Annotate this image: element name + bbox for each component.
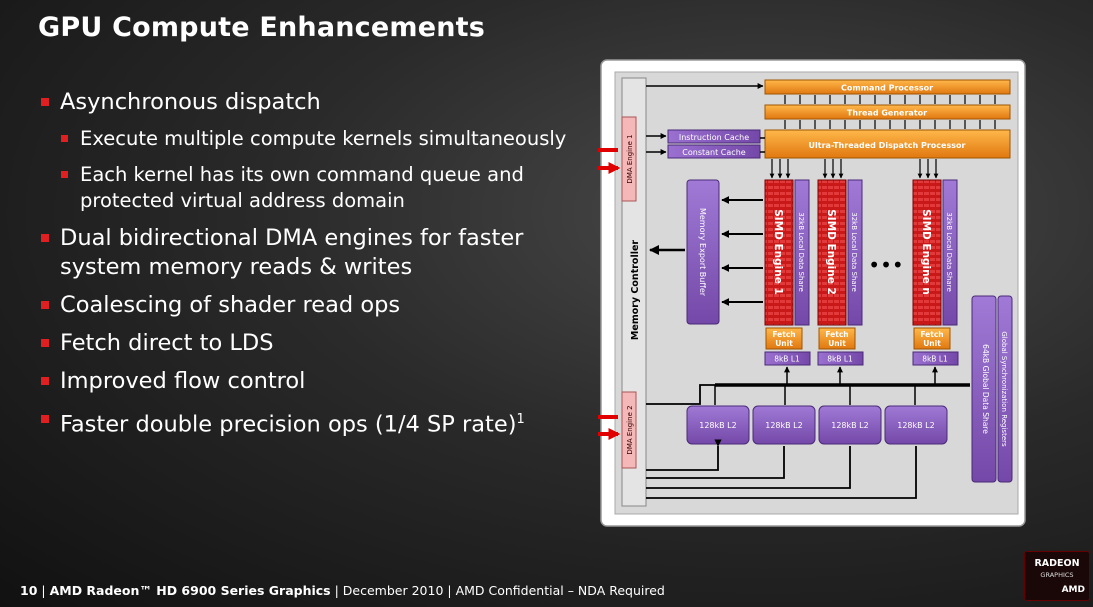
slide-title: GPU Compute Enhancements xyxy=(38,12,486,43)
lds-1 xyxy=(794,179,810,326)
simd-engine-2-label: SIMD Engine 2 xyxy=(825,209,837,295)
thread-generator-label: Thread Generator xyxy=(847,109,927,118)
bullet-marker-icon xyxy=(41,234,49,242)
bullet-marker-icon xyxy=(41,301,49,309)
bullet-flow-control: Improved flow control xyxy=(38,367,578,396)
bullet-list: Asynchronous dispatch Execute multiple c… xyxy=(38,88,578,449)
ultra-threaded-dispatch-processor xyxy=(764,129,1011,159)
global-data-share xyxy=(971,295,997,483)
fetch-unit-n-label-bottom: Unit xyxy=(923,339,941,348)
logo-amd-text: AMD xyxy=(1061,585,1085,595)
dma-engine-1 xyxy=(621,116,637,202)
instruction-cache xyxy=(667,129,761,144)
simd-engine-group-2: SIMD Engine 2 32kB Local Data Share Fetc… xyxy=(817,179,864,366)
dispatch-to-simd-arrows xyxy=(769,159,939,179)
l1-cache-1-label: 8kB L1 xyxy=(774,355,800,364)
simd-engine-n-label: SIMD Engine n xyxy=(920,209,932,295)
memory-export-buffer-label: Memory Export Buffer xyxy=(698,208,707,297)
l2-cache-1-label: 128kB L2 xyxy=(699,421,736,430)
dma-engine-1-label: DMA Engine 1 xyxy=(626,134,634,183)
l1-cache-1 xyxy=(764,351,811,366)
logo-radeon-text: RADEON xyxy=(1034,558,1080,569)
global-data-share-label: 64kB Global Data Share xyxy=(981,344,990,434)
l2-cache-2 xyxy=(752,405,816,445)
fetch-unit-2 xyxy=(818,327,856,350)
slide-footer: 10 | AMD Radeon™ HD 6900 Series Graphics… xyxy=(20,583,665,598)
fetch-unit-2-label-bottom: Unit xyxy=(828,339,846,348)
simd-to-export-arrows xyxy=(721,196,763,306)
l2-cache-3 xyxy=(818,405,882,445)
fetch-unit-1-label-top: Fetch xyxy=(772,330,795,339)
global-sync-registers xyxy=(997,295,1013,483)
bullet-marker-icon xyxy=(41,98,49,106)
memory-controller-label: Memory Controller xyxy=(630,240,641,340)
instruction-cache-label: Instruction Cache xyxy=(679,133,749,142)
bullet-async-dispatch: Asynchronous dispatch xyxy=(38,88,578,117)
l1-cache-n-label: 8kB L1 xyxy=(922,355,948,364)
bullet-marker-icon xyxy=(41,415,49,423)
footnote-marker: 1 xyxy=(516,412,525,427)
global-sync-registers-label: Global Synchronization Registers xyxy=(1000,331,1008,447)
dma-engine-2 xyxy=(621,391,637,469)
l2-cache-3-label: 128kB L2 xyxy=(831,421,868,430)
footer-date: December 2010 xyxy=(342,583,444,598)
footer-product: AMD Radeon™ HD 6900 Series Graphics xyxy=(49,583,331,598)
gpu-block-diagram: Memory Controller DMA Engine 1 DMA Engin… xyxy=(598,59,1026,527)
fetch-unit-n xyxy=(913,327,951,350)
page-number: 10 xyxy=(20,583,38,598)
bullet-double-precision: Faster double precision ops (1/4 SP rate… xyxy=(38,405,578,440)
l2-cache-4 xyxy=(884,405,948,445)
dma-engine-2-label: DMA Engine 2 xyxy=(626,405,634,454)
bullet-marker-icon xyxy=(61,135,68,142)
bullet-fetch-lds: Fetch direct to LDS xyxy=(38,329,578,358)
bullet-coalescing: Coalescing of shader read ops xyxy=(38,291,578,320)
cache-connectors xyxy=(646,133,765,155)
l1-cache-2 xyxy=(817,351,864,366)
footer-notice: AMD Confidential – NDA Required xyxy=(455,583,665,598)
constant-cache-label: Constant Cache xyxy=(682,148,745,157)
dispatch-processor-label: Ultra-Threaded Dispatch Processor xyxy=(809,141,966,150)
logo-graphics-text: GRAPHICS xyxy=(1040,571,1074,579)
lds-n xyxy=(942,179,958,326)
l2-cache-2-label: 128kB L2 xyxy=(765,421,802,430)
l1-cache-n xyxy=(912,351,959,366)
sub-bullet-command-queue: Each kernel has its own command queue an… xyxy=(38,162,578,214)
bullet-marker-icon xyxy=(61,171,68,178)
cp-tg-connectors xyxy=(784,95,996,129)
simd-engine-n xyxy=(912,179,942,326)
fetch-unit-2-label-top: Fetch xyxy=(825,330,848,339)
command-processor-label: Command Processor xyxy=(841,84,933,93)
l2-cache-4-label: 128kB L2 xyxy=(897,421,934,430)
l1-bus-connectors xyxy=(784,366,938,384)
lds-1-label: 32kB Local Data Share xyxy=(797,212,805,292)
bullet-marker-icon xyxy=(41,339,49,347)
fetch-unit-n-label-top: Fetch xyxy=(920,330,943,339)
simd-engine-2 xyxy=(817,179,847,326)
simd-engine-1-label: SIMD Engine 1 xyxy=(772,209,784,295)
command-processor xyxy=(764,79,1011,95)
bullet-dma-engines: Dual bidirectional DMA engines for faste… xyxy=(38,224,578,282)
l1-cache-2-label: 8kB L1 xyxy=(827,355,853,364)
memory-export-buffer xyxy=(686,179,720,325)
lds-n-label: 32kB Local Data Share xyxy=(945,212,953,292)
simd-ellipsis: ••• xyxy=(868,253,903,277)
simd-engine-1 xyxy=(764,179,794,326)
simd-engine-group-1: SIMD Engine 1 32kB Local Data Share Fetc… xyxy=(764,179,811,366)
lds-2 xyxy=(847,179,863,326)
radeon-graphics-logo: RADEON GRAPHICS AMD xyxy=(1024,551,1090,601)
dma-arrows xyxy=(598,148,621,440)
sub-bullet-kernels: Execute multiple compute kernels simulta… xyxy=(38,126,578,152)
thread-generator xyxy=(764,104,1011,120)
bus-to-l2-connectors xyxy=(714,385,916,405)
lds-2-label: 32kB Local Data Share xyxy=(850,212,858,292)
bullet-marker-icon xyxy=(41,377,49,385)
fetch-unit-1-label-bottom: Unit xyxy=(775,339,793,348)
fetch-unit-1 xyxy=(765,327,803,350)
simd-engine-group-n: SIMD Engine n 32kB Local Data Share Fetc… xyxy=(912,179,959,366)
l2-to-mc-lines xyxy=(646,384,917,499)
